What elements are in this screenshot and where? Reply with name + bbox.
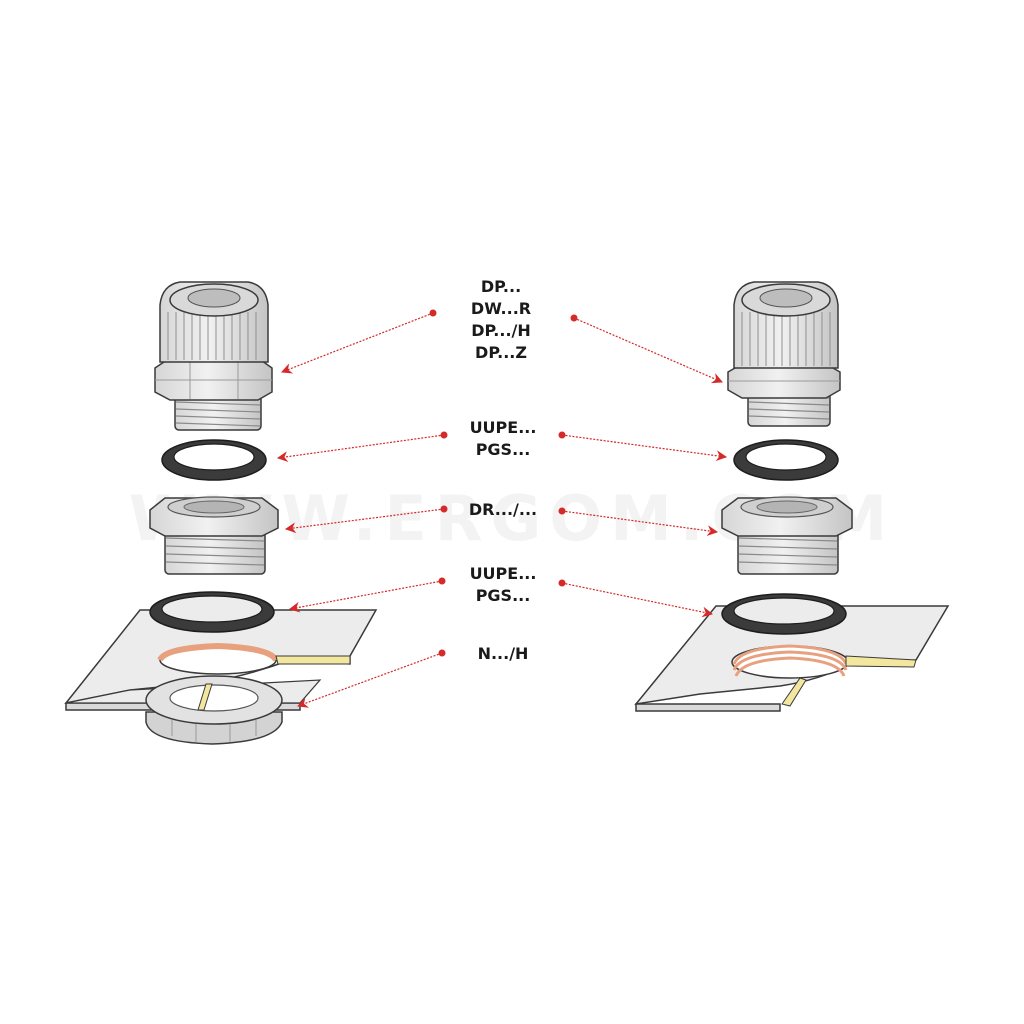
arrow-gland-left xyxy=(280,312,434,374)
label-gland-3: DP.../H xyxy=(471,321,531,340)
label-seal-top-2: PGS... xyxy=(476,440,531,459)
right-mounting-plate xyxy=(634,605,950,712)
label-seal-bottom-2: PGS... xyxy=(476,586,531,605)
arrow-seal-top-left xyxy=(276,434,445,463)
label-reducer: DR.../... xyxy=(469,500,537,519)
label-seal-top-1: UUPE... xyxy=(470,418,537,437)
label-nut: N.../H xyxy=(478,644,529,663)
right-reducer xyxy=(721,496,853,575)
left-reducer xyxy=(149,496,279,575)
left-seal-upper xyxy=(161,439,267,481)
arrow-seal-bottom-right xyxy=(561,582,714,618)
right-seal-upper xyxy=(733,439,839,481)
left-cable-gland xyxy=(154,281,273,431)
label-seal-bottom-1: UUPE... xyxy=(470,564,537,583)
arrow-gland-right xyxy=(573,317,723,384)
label-gland-4: DP...Z xyxy=(475,343,527,362)
right-seal-lower xyxy=(721,593,847,635)
right-cable-gland xyxy=(727,281,841,427)
left-lock-nut xyxy=(145,675,283,745)
part-labels: DP... DW...R DP.../H DP...Z UUPE... PGS.… xyxy=(469,277,537,663)
arrow-reducer-right xyxy=(561,510,719,537)
left-seal-lower xyxy=(149,591,275,633)
right-assembly xyxy=(634,281,950,712)
left-assembly xyxy=(64,281,378,745)
arrow-seal-top-right xyxy=(561,434,728,462)
arrow-seal-bottom-left xyxy=(288,580,443,613)
arrow-nut-left xyxy=(296,652,443,708)
label-gland-1: DP... xyxy=(481,277,521,296)
leader-arrows xyxy=(276,312,728,708)
leader-dots xyxy=(429,309,578,657)
label-gland-2: DW...R xyxy=(471,299,531,318)
